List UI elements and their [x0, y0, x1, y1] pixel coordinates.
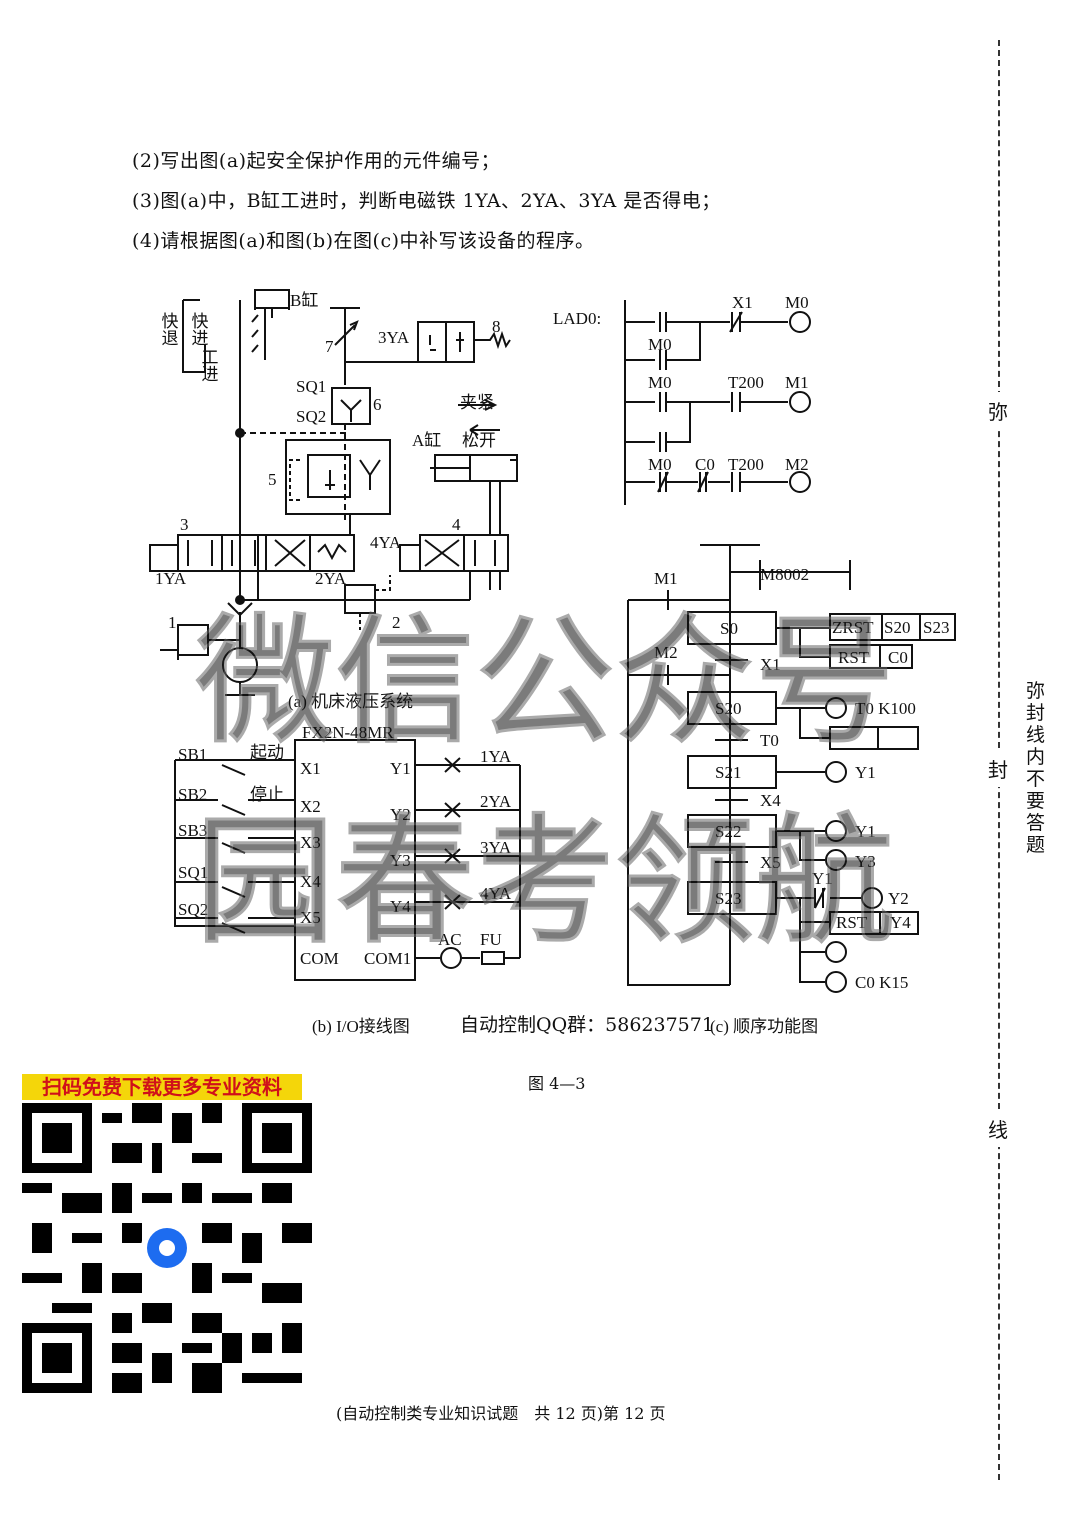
qr-title: 扫码免费下载更多专业资料 — [22, 1074, 302, 1100]
ladder-x1: X1 — [732, 293, 753, 312]
coil-2ya: 2YA — [480, 792, 512, 811]
caption-a: (a) 机床液压系统 — [288, 692, 413, 711]
output-y4: Y4 — [390, 897, 411, 916]
label-kuaitui: 快退 — [159, 312, 179, 346]
label-qidong: 起动 — [250, 743, 284, 762]
figure-4-3: B缸 快进 快退 工进 3YA 8 7 SQ1 SQ2 6 夹紧 A缸 松开 5… — [149, 289, 956, 1036]
label-1: 1 — [168, 613, 177, 632]
label-8: 8 — [492, 317, 501, 336]
label-1ya: 1YA — [155, 569, 187, 588]
sfc-x5: X5 — [760, 853, 781, 872]
seal-char-1: 弥 — [988, 392, 1008, 429]
input-x4: X4 — [300, 872, 321, 891]
coil-3ya: 3YA — [480, 838, 512, 857]
label-2: 2 — [392, 613, 401, 632]
question-2: (2)写出图(a)起安全保护作用的元件编号； — [132, 150, 501, 172]
label-gongjin: 工进 — [199, 348, 219, 382]
ladder-m0-coil: M0 — [785, 293, 809, 312]
sfc-m2: M2 — [654, 643, 678, 662]
input-com: COM — [300, 949, 339, 968]
step-s23: S23 — [715, 889, 741, 908]
sfc-s22-y1: Y1 — [855, 822, 876, 841]
input-x5: X5 — [300, 908, 321, 927]
step-s21: S21 — [715, 763, 741, 782]
sfc-zrst: ZRST — [832, 618, 874, 637]
input-x1: X1 — [300, 759, 321, 778]
label-2ya: 2YA — [315, 569, 347, 588]
label-7: 7 — [325, 337, 334, 356]
sfc-x1: X1 — [760, 655, 781, 674]
output-y1: Y1 — [390, 759, 411, 778]
question-4: (4)请根据图(a)和图(b)在图(c)中补写该设备的程序。 — [132, 230, 595, 252]
sfc-c0-k15: C0 K15 — [855, 973, 908, 992]
label-5: 5 — [268, 470, 277, 489]
input-x3: X3 — [300, 833, 321, 852]
qq-group-note: 自动控制QQ群：586237571 — [460, 1014, 714, 1036]
sfc-zrst-s20: S20 — [884, 618, 910, 637]
ladder-m2: M2 — [785, 455, 809, 474]
ladder-m1: M1 — [785, 373, 809, 392]
ladder-c0: C0 — [695, 455, 715, 474]
sfc-x4: X4 — [760, 791, 781, 810]
ladder-m0-r2: M0 — [648, 373, 672, 392]
ladder-t200-r3: T200 — [728, 455, 764, 474]
sfc-zrst-s23: S23 — [923, 618, 949, 637]
input-x2: X2 — [300, 797, 321, 816]
label-jiajin: 夹紧 — [460, 393, 494, 412]
sfc-rst: RST — [838, 648, 870, 667]
ladder-m0-r3: M0 — [648, 455, 672, 474]
label-6: 6 — [373, 395, 382, 414]
page-footer: (自动控制类专业知识试题 共 12 页)第 12 页 — [336, 1404, 666, 1423]
label-sb3: SB3 — [178, 821, 207, 840]
output-y2: Y2 — [390, 805, 411, 824]
sfc-s22-y3: Y3 — [855, 852, 876, 871]
plc-model: FX2N-48MR — [302, 723, 394, 742]
caption-b: (b) I/O接线图 — [312, 1017, 410, 1036]
label-tingzhi: 停止 — [250, 785, 284, 804]
output-y3: Y3 — [390, 851, 411, 870]
question-3: (3)图(a)中，B缸工进时，判断电磁铁 1YA、2YA、3YA 是否得电； — [132, 190, 721, 212]
figure-label: 图 4—3 — [528, 1074, 586, 1093]
label-kuaijin: 快进 — [189, 312, 209, 346]
label-ac: AC — [438, 930, 462, 949]
sfc-m1: M1 — [654, 569, 678, 588]
label-io-sq1: SQ1 — [178, 863, 208, 882]
label-songkai: 松开 — [462, 431, 496, 450]
ladder-t200: T200 — [728, 373, 764, 392]
sfc-m8002: M8002 — [760, 565, 809, 584]
label-a-cylinder: A缸 — [412, 430, 441, 450]
label-3: 3 — [180, 515, 189, 534]
sfc-s21-y1: Y1 — [855, 763, 876, 782]
sfc-s23-y1: Y1 — [812, 869, 833, 888]
sfc-rst-c0: C0 — [888, 648, 908, 667]
sfc-s23-y2: Y2 — [888, 889, 909, 908]
qr-code[interactable] — [22, 1103, 312, 1393]
sfc-t0-k100: T0 K100 — [855, 699, 916, 718]
step-s22: S22 — [715, 822, 741, 841]
label-sq2: SQ2 — [296, 407, 326, 426]
sfc-t0: T0 — [760, 731, 779, 750]
coil-1ya: 1YA — [480, 747, 512, 766]
ladder-m0-hold: M0 — [648, 335, 672, 354]
ladder-title: LAD0: — [553, 309, 601, 328]
sfc-rst2-y4: Y4 — [890, 913, 911, 932]
seal-char-2: 封 — [988, 750, 1008, 787]
coil-4ya: 4YA — [480, 884, 512, 903]
step-s20: S20 — [715, 699, 741, 718]
label-3ya: 3YA — [378, 328, 410, 347]
label-fu: FU — [480, 930, 502, 949]
caption-c: (c) 顺序功能图 — [710, 1017, 818, 1036]
label-4ya: 4YA — [370, 533, 402, 552]
step-s0: S0 — [720, 619, 738, 638]
sfc-rst2: RST — [836, 913, 868, 932]
output-com1: COM1 — [364, 949, 411, 968]
label-io-sq2: SQ2 — [178, 900, 208, 919]
label-4: 4 — [452, 515, 461, 534]
seal-char-3: 线 — [988, 1110, 1008, 1147]
label-b-cylinder: B缸 — [290, 290, 318, 310]
label-sb2: SB2 — [178, 785, 207, 804]
label-sq1: SQ1 — [296, 377, 326, 396]
label-sb1: SB1 — [178, 745, 207, 764]
seal-note: 弥封线内不要答题 — [1026, 680, 1046, 856]
